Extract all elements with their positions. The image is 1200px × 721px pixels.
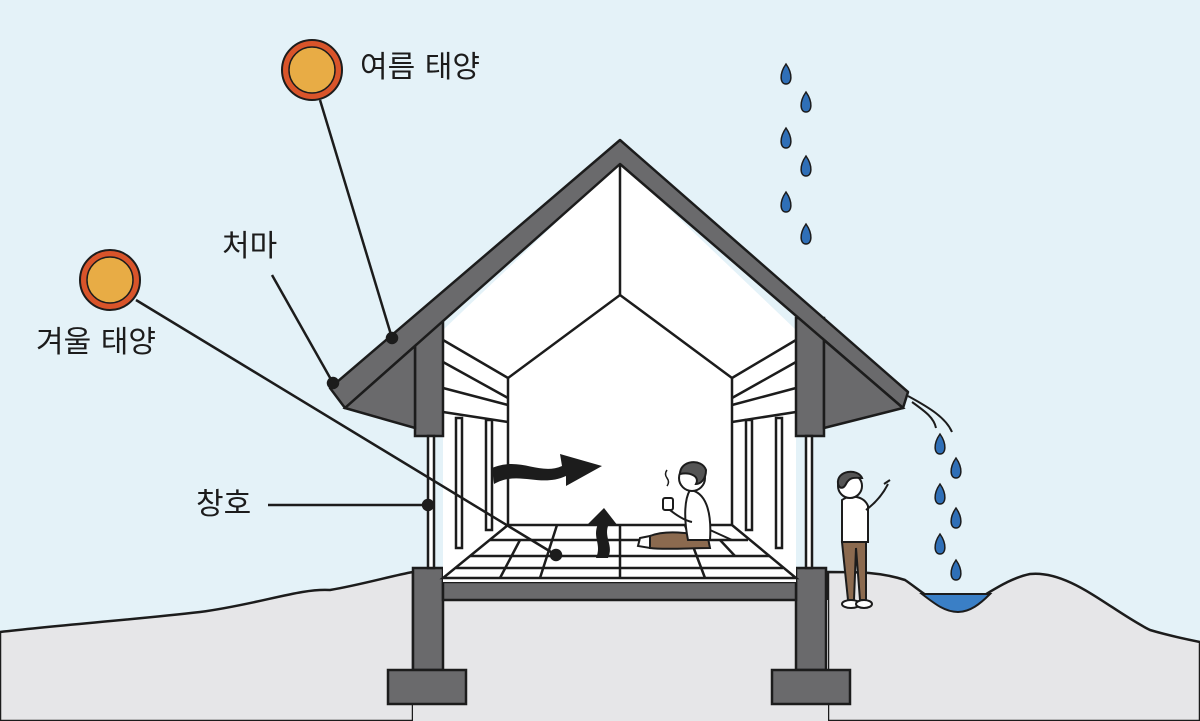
sun-rays [135,99,563,562]
airflow-up-arrow-icon [588,508,618,558]
person-standing [836,470,891,609]
eave-soffit-left [342,343,417,430]
summer-sun-icon [281,39,343,101]
raindrop-icon [950,456,962,479]
raindrop-icon [780,62,792,85]
raindrop-icon [950,558,962,581]
raindrop-icon [800,90,812,113]
foundation-left [411,566,445,672]
winter-sun-icon [79,249,141,311]
footing-right [770,668,852,706]
raindrop-icon [800,154,812,177]
raindrop-icon [934,432,946,455]
footing-left [386,668,468,706]
rain [780,62,962,581]
raindrop-icon [800,222,812,245]
eaves-label: 처마 [222,229,278,264]
roof-runoff [907,395,953,433]
raindrop-icon [934,482,946,505]
ground [0,570,1200,721]
foundation-right [794,566,828,672]
raindrop-icon [950,506,962,529]
winter-sun-label: 겨울 태양 [36,325,156,360]
raindrop-icon [934,532,946,555]
summer-sun-label: 여름 태양 [360,50,480,85]
person-sitting [636,461,733,550]
raindrop-icon [780,126,792,149]
eave-soffit-right [822,337,906,430]
floor-beam [441,580,798,602]
ceiling-structure [442,165,797,525]
airflow-arrow-icon [492,454,602,486]
raindrop-icon [780,190,792,213]
window-label: 창호 [196,487,252,522]
puddle [919,593,993,614]
